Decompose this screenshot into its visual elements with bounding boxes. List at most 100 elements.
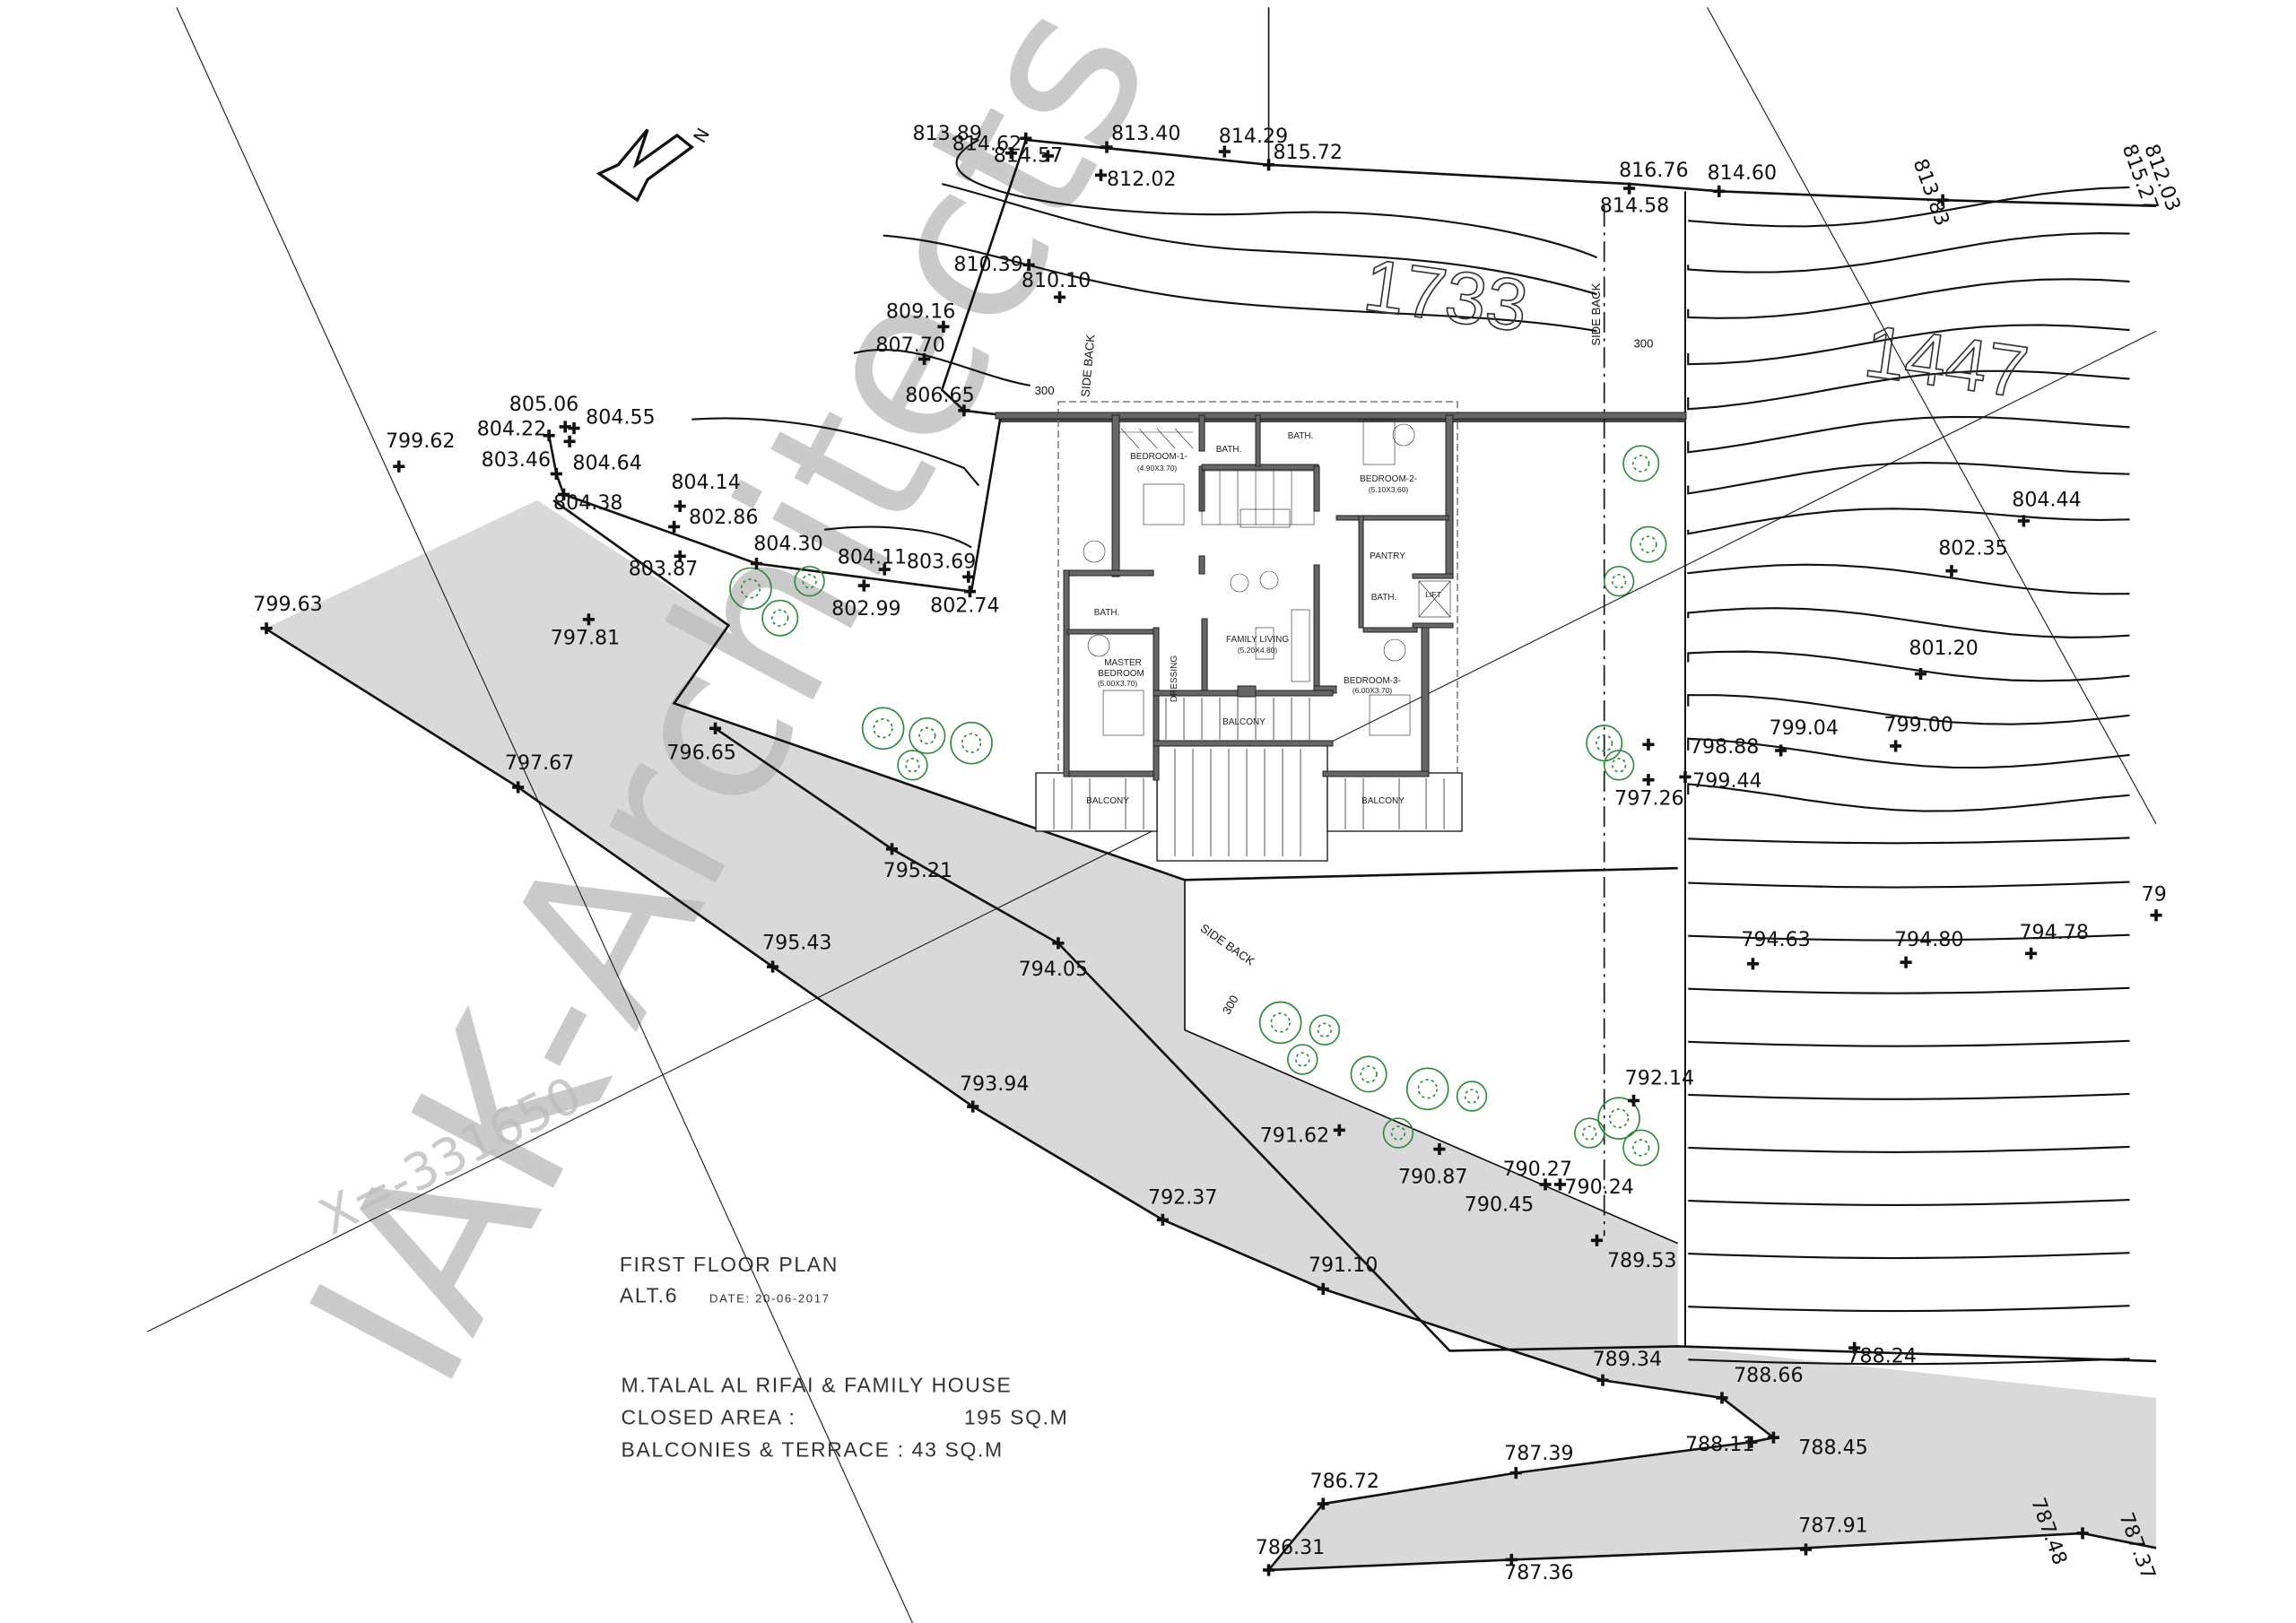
spot-level-label: 814.58 [1600, 194, 1669, 217]
tree-icon [909, 716, 946, 755]
contour-line [1688, 881, 2130, 889]
contour-line [1687, 650, 2130, 682]
spot-level-marker [1100, 141, 1113, 153]
tree-canopy [1417, 1079, 1438, 1099]
spot-level-label: 803.46 [482, 448, 551, 472]
spot-level-marker [1713, 185, 1726, 197]
tree-canopy [1608, 1107, 1630, 1129]
parcel-number-a: 1733 [1359, 244, 1532, 348]
side-back-label: SIDE BACK [1589, 282, 1603, 345]
tree-icon [761, 599, 799, 637]
tree-icon [1603, 750, 1635, 781]
spot-level-label: 804.30 [753, 533, 822, 556]
spot-level-label: 814.60 [1708, 161, 1777, 185]
tree-canopy [873, 718, 893, 739]
tree-icon [1574, 1117, 1605, 1149]
tree-canopy [918, 726, 936, 745]
tree-icon [1258, 1001, 1302, 1045]
spot-level-label: 815.72 [1273, 141, 1342, 164]
setback-300: 300 [1634, 336, 1654, 350]
tree-icon [897, 750, 928, 781]
tree-icon [1622, 445, 1660, 482]
tree-icon [1287, 1044, 1318, 1075]
spot-level-label: 787.39 [1504, 1442, 1573, 1465]
spot-level-label: 816.76 [1619, 159, 1688, 182]
spot-level-marker [1505, 1553, 1518, 1567]
spot-level-label: 804.11 [838, 545, 907, 568]
spot-level-label: 788.45 [1798, 1436, 1867, 1459]
spot-level-marker [1746, 958, 1760, 970]
spot-level-marker [1333, 1124, 1345, 1136]
room-size-master: (5.00X3.70) [1098, 679, 1138, 688]
tree-canopy [1611, 573, 1627, 589]
trees [729, 445, 1667, 1167]
room-label-bath: BATH. [1094, 608, 1120, 618]
side-back-label: SIDE BACK [1078, 334, 1097, 397]
contour-line [1688, 837, 2130, 845]
contour-line [823, 525, 972, 549]
closed-area-value: 195 SQ.M [964, 1405, 1069, 1428]
contour-line [1687, 694, 2130, 725]
spot-level-marker [1900, 956, 1912, 968]
spot-level-marker [1623, 182, 1636, 195]
spot-level-label: 802.35 [1938, 537, 2007, 560]
spot-level-label: 791.62 [1260, 1124, 1329, 1147]
spot-level-marker [1553, 1178, 1567, 1191]
contour-line [1687, 607, 2130, 638]
contour-line [1688, 1145, 2130, 1153]
spot-level-label: 797.26 [1614, 787, 1683, 811]
room-label-balcony: BALCONY [1086, 796, 1129, 806]
contour-line [1688, 1358, 2130, 1366]
spot-level-marker [937, 320, 950, 333]
spot-level-label: 799.62 [386, 430, 455, 453]
spot-level-label: 802.74 [930, 595, 999, 618]
tree-canopy [1596, 734, 1613, 752]
spot-level-label: 787.91 [1798, 1514, 1867, 1537]
spot-level-label: 797.67 [505, 751, 574, 775]
room-label-bedroom-3: BEDROOM-3- [1344, 676, 1401, 686]
spot-level-label: 791.10 [1309, 1254, 1378, 1277]
spot-level-marker [963, 586, 977, 598]
spot-level-marker [2025, 947, 2038, 959]
spot-level-label: 797.81 [551, 627, 620, 650]
contour-line [1687, 462, 2130, 495]
spot-level-marker [1094, 169, 1108, 181]
spot-level-marker [393, 460, 405, 473]
spot-level-marker [967, 1100, 979, 1113]
room-size-bedroom-1: (4.90X3.70) [1137, 464, 1178, 473]
spot-level-label: 803.69 [907, 550, 976, 573]
spot-level-marker [1767, 1431, 1779, 1444]
spot-level-label: 794.78 [2019, 921, 2088, 944]
contour-line [1688, 1252, 2130, 1260]
spot-level-marker [1596, 1374, 1609, 1386]
spot-level-marker [1679, 770, 1692, 784]
spot-level-marker [674, 550, 686, 562]
contour-line [942, 183, 1597, 296]
tree-canopy [905, 758, 920, 773]
title-block: FIRST FLOOR PLAN ALT.6 DATE: 20-06-2017 … [620, 1253, 1069, 1462]
tree-icon [1405, 1067, 1449, 1111]
spot-level-label: 795.43 [762, 931, 831, 954]
spot-level-marker [668, 520, 681, 534]
setback-300: 300 [1220, 993, 1241, 1016]
spot-level-label: 790.27 [1502, 1158, 1571, 1181]
tree-icon [794, 565, 825, 597]
spot-level-marker [918, 352, 931, 365]
contour-line [1687, 278, 2130, 319]
spot-level-marker [962, 570, 975, 583]
spot-level-marker [1052, 937, 1065, 950]
spot-level-marker [1262, 1564, 1275, 1576]
spot-level-label: 804.22 [477, 418, 546, 441]
project-name: M.TALAL AL RIFAI & FAMILY HOUSE [622, 1373, 1013, 1396]
contour-line [1688, 1039, 2130, 1047]
contour-line [1687, 369, 2130, 411]
spot-level-label: 813.83 [1909, 156, 1954, 230]
spot-level-marker [568, 421, 580, 435]
spot-level-label: 790.45 [1465, 1193, 1534, 1217]
tree-icon [1622, 1129, 1660, 1167]
spot-level-label: 812.02 [1107, 168, 1176, 191]
spot-level-label: 789.53 [1607, 1249, 1676, 1272]
spot-level-marker [1509, 1467, 1522, 1480]
spot-level-label: 804.44 [2012, 488, 2081, 511]
tree-icon [1309, 1014, 1341, 1046]
